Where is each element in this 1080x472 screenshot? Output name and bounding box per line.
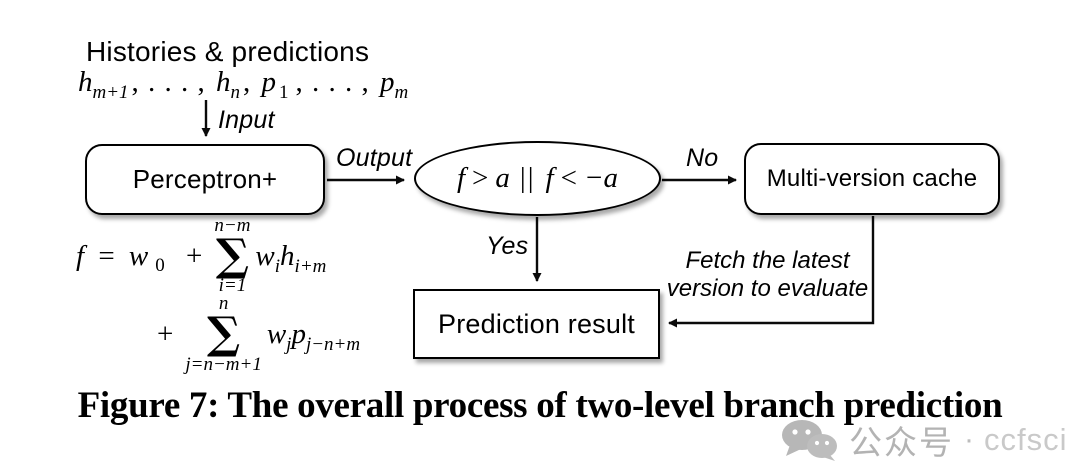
fetch-label-line1: Fetch the latest (685, 247, 850, 274)
cache-node: Multi-version cache (744, 143, 1000, 215)
condition-node: f>a||f<−a (414, 141, 661, 216)
math-var: p (261, 66, 277, 98)
output-edge-label: Output (336, 144, 413, 172)
fetch-label-line2: version to evaluate (666, 275, 869, 302)
histories-title: Histories & predictions (86, 36, 370, 67)
math-var: h (216, 66, 231, 98)
wechat-icon (782, 420, 837, 461)
result-label: Prediction result (438, 308, 635, 339)
watermark: 公众号 · ccfsci (781, 416, 1068, 464)
watermark-separator: · (964, 423, 974, 456)
sum-2: n ∑ j=n−m+1 (185, 293, 262, 375)
perceptron-label: Perceptron+ (132, 164, 278, 194)
math-var: h (78, 66, 93, 98)
formula-line2: + n ∑ j=n−m+1 wjpj−n+m (157, 293, 361, 375)
figure-caption: Figure 7: The overall process of two-lev… (77, 385, 1003, 426)
math-var: p (380, 66, 395, 98)
result-node: Prediction result (413, 289, 660, 359)
fetch-edge-label: Fetch the latest version to evaluate (650, 247, 885, 303)
sum-1: n−m ∑ i=1 (214, 215, 251, 297)
yes-edge-label: Yes (486, 232, 529, 260)
fetch-arrow (668, 216, 875, 328)
perceptron-node: Perceptron+ (85, 144, 325, 215)
sigma-icon: ∑ (215, 229, 249, 281)
sigma-icon: ∑ (207, 308, 241, 360)
no-edge-label: No (686, 144, 719, 172)
watermark-handle: ccfsci (984, 422, 1068, 457)
input-edge-label: Input (218, 106, 275, 134)
cache-label: Multi-version cache (766, 165, 978, 192)
watermark-label: 公众号 (849, 424, 954, 461)
